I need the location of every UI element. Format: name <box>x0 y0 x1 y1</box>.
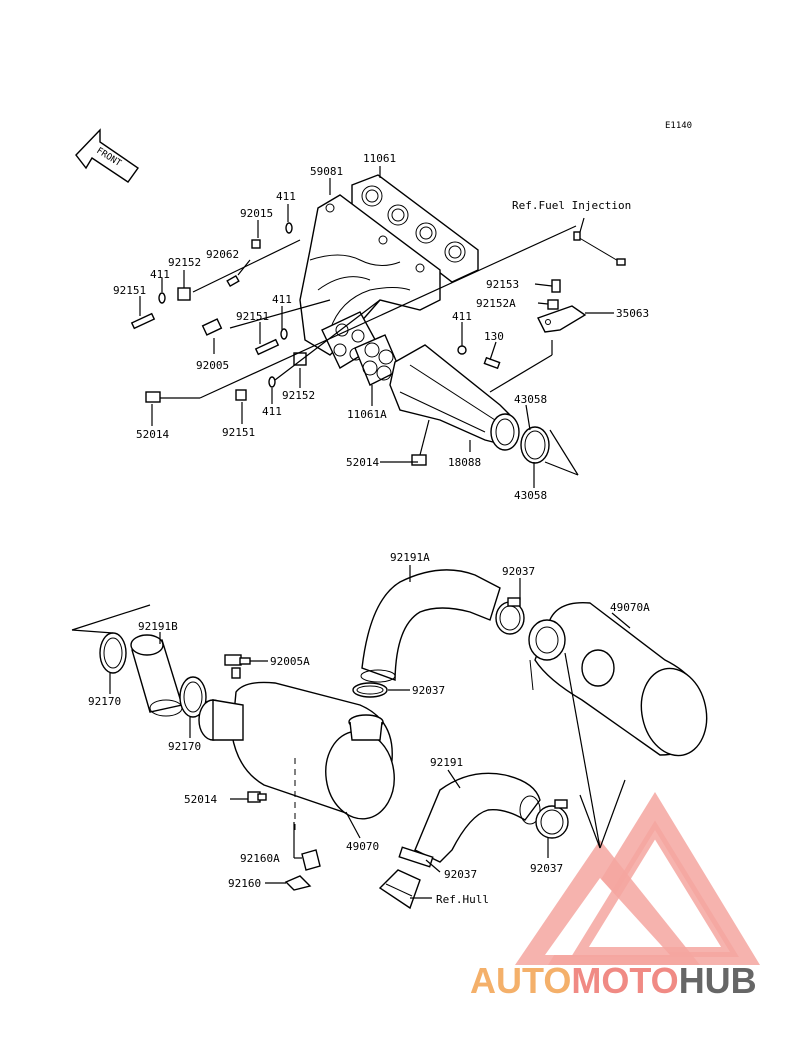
label-92191a: 92191A <box>390 551 430 564</box>
label-92153: 92153 <box>486 278 519 291</box>
watermark-part-moto: MOTO <box>571 960 679 1001</box>
label-92151-a: 92151 <box>113 284 146 297</box>
clamp-92037-d <box>535 799 569 839</box>
label-49070: 49070 <box>346 840 379 853</box>
label-92152a: 92152A <box>476 297 516 310</box>
exhaust-pipe-18088 <box>389 344 520 451</box>
label-11061a: 11061A <box>347 408 387 421</box>
label-92152-a: 92152 <box>168 256 201 269</box>
watermark-part-auto: AUTO <box>470 960 572 1001</box>
label-130: 130 <box>484 330 504 343</box>
clamp-43058 <box>520 426 550 464</box>
fitting-92005a <box>224 654 251 679</box>
clamp-92037-b <box>352 682 388 698</box>
label-92160: 92160 <box>228 877 261 890</box>
watermark-text: AUTOMOTOHUB <box>470 960 757 1002</box>
label-411-b: 411 <box>150 268 170 281</box>
label-92037-c: 92037 <box>444 868 477 881</box>
pads-92160 <box>284 849 321 891</box>
label-11061: 11061 <box>363 152 396 165</box>
label-43058-b: 43058 <box>514 489 547 502</box>
fuel-injection-link <box>573 231 626 266</box>
manifold-gasket-11061 <box>351 174 479 283</box>
clamp-92170-b <box>179 676 207 718</box>
label-411-a: 411 <box>276 190 296 203</box>
label-92037-b: 92037 <box>412 684 445 697</box>
label-ref-fuel-injection: Ref.Fuel Injection <box>512 199 631 212</box>
fitting-52014-c <box>247 791 267 803</box>
label-92191b: 92191B <box>138 620 178 633</box>
label-92151-c: 92151 <box>222 426 255 439</box>
label-18088: 18088 <box>448 456 481 469</box>
clamp-92170-a <box>99 632 127 674</box>
clamp-92037-a <box>495 597 525 635</box>
label-35063: 35063 <box>616 307 649 320</box>
label-92062: 92062 <box>206 248 239 261</box>
callout-labels: 11061 59081 411 92015 92062 92152 411 92… <box>88 152 650 906</box>
label-92005a: 92005A <box>270 655 310 668</box>
muffler-49070 <box>198 681 395 830</box>
label-59081: 59081 <box>310 165 343 178</box>
leader-lines-top <box>139 166 614 488</box>
hull-reference-plate <box>378 869 421 910</box>
label-92015: 92015 <box>240 207 273 220</box>
hose-92191 <box>414 772 541 863</box>
muffler-49070a <box>528 601 708 757</box>
label-ref-hull: Ref.Hull <box>436 893 489 906</box>
label-92191: 92191 <box>430 756 463 769</box>
label-92005: 92005 <box>196 359 229 372</box>
label-92151-b: 92151 <box>236 310 269 323</box>
watermark-logo-icon <box>515 792 760 965</box>
label-411-f: 411 <box>452 310 472 323</box>
fasteners-top <box>130 222 561 466</box>
leader-lines-bottom <box>71 565 631 899</box>
label-52014-a: 52014 <box>136 428 169 441</box>
label-43058-a: 43058 <box>514 393 547 406</box>
label-92037-a: 92037 <box>502 565 535 578</box>
label-92160a: 92160A <box>240 852 280 865</box>
label-411-d: 411 <box>262 405 282 418</box>
hose-92191a <box>360 569 501 683</box>
watermark-part-hub: HUB <box>678 960 757 1001</box>
label-411-c: 411 <box>272 293 292 306</box>
label-92170-b: 92170 <box>168 740 201 753</box>
front-arrow-icon: FRONT <box>75 128 139 183</box>
label-92037-d: 92037 <box>530 862 563 875</box>
label-92152-b: 92152 <box>282 389 315 402</box>
diagram-code: E1140 <box>665 121 692 131</box>
clamp-92037-c <box>398 846 434 868</box>
label-92170-a: 92170 <box>88 695 121 708</box>
label-52014-c: 52014 <box>184 793 217 806</box>
pipe-92191b <box>130 634 183 717</box>
label-52014-b: 52014 <box>346 456 379 469</box>
bracket-35063 <box>537 305 587 333</box>
label-49070a: 49070A <box>610 601 650 614</box>
